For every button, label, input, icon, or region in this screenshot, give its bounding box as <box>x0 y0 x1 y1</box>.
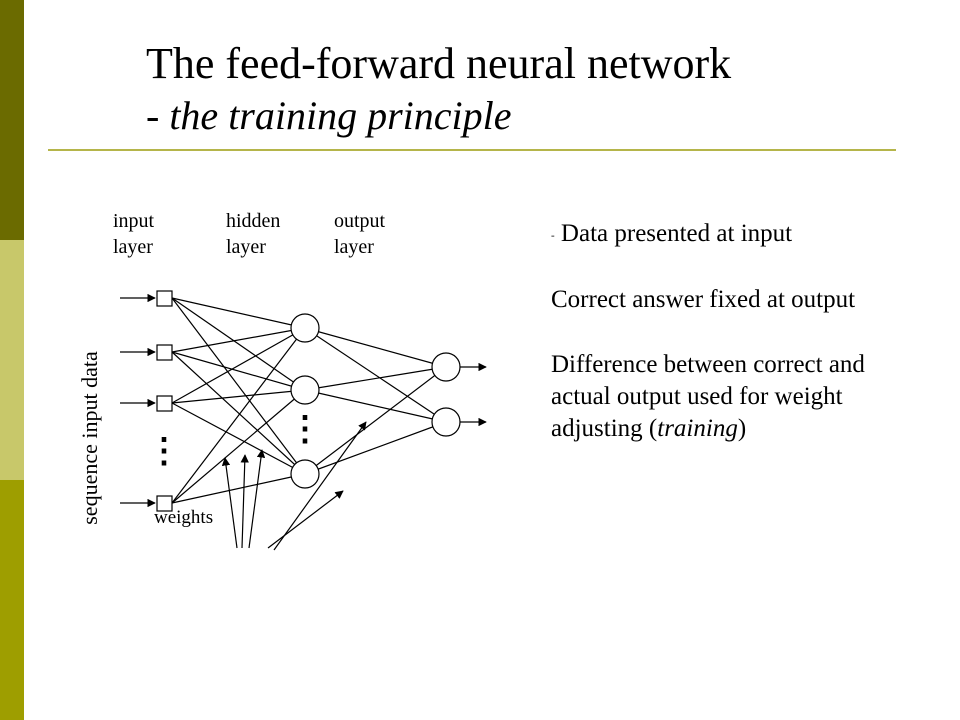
connection-line <box>171 327 306 504</box>
output-nodes <box>431 352 461 437</box>
input-arrows <box>120 293 156 508</box>
output-node <box>431 407 461 437</box>
hidden-ellipsis: ⋮ <box>288 411 322 448</box>
input-layer-label: input layer <box>113 208 154 260</box>
connection-line <box>304 421 447 475</box>
connection-line <box>171 297 306 391</box>
output-layer-label: output layer <box>334 208 385 260</box>
accent-bar-middle <box>0 240 24 480</box>
connection-line <box>171 297 306 475</box>
input-nodes <box>156 290 173 512</box>
connection-line <box>171 327 306 404</box>
connection-line <box>171 389 306 404</box>
bullet-paren: ) <box>737 415 747 443</box>
output-arrows <box>460 362 487 427</box>
weight-arrow <box>221 457 238 549</box>
weight-arrow <box>248 449 266 549</box>
input-ellipsis: ⋮ <box>147 433 181 470</box>
title-divider <box>48 149 896 151</box>
slide-subtitle: - the training principle <box>146 93 512 138</box>
bullet-dash: - <box>551 229 555 242</box>
input-node <box>156 395 173 412</box>
input-layer-label-line1: input <box>113 210 155 232</box>
input-node <box>156 290 173 307</box>
weight-arrow <box>267 490 344 549</box>
connection-line <box>304 366 447 391</box>
hidden-layer-label: hidden layer <box>226 208 280 260</box>
input-node <box>156 495 173 512</box>
connection-line <box>171 402 306 475</box>
output-layer-label-line2: layer <box>334 236 374 258</box>
accent-bar-top <box>0 0 24 240</box>
connection-line <box>171 351 306 391</box>
bullet-list: - Data presented at input Correct answer… <box>551 218 901 478</box>
connection-line <box>171 473 306 504</box>
hidden-node <box>290 375 320 405</box>
bullet-text: Data presented at input <box>560 220 793 247</box>
connection-line <box>171 389 306 504</box>
bullet-item: Correct answer fixed at output <box>551 284 901 316</box>
hidden-node <box>290 459 320 489</box>
input-layer-label-line2: layer <box>113 236 153 258</box>
output-layer-label-line1: output <box>334 210 386 232</box>
bullet-text: Correct answer fixed at output <box>551 286 856 314</box>
bullet-text: Difference between correct and actual ou… <box>551 351 865 443</box>
connection-line <box>171 351 306 475</box>
weight-arrow <box>240 454 249 549</box>
input-node <box>156 344 173 361</box>
connection-line <box>171 297 306 329</box>
connections <box>171 297 447 504</box>
bullet-item: - Data presented at input <box>551 218 901 251</box>
hidden-layer-label-line2: layer <box>226 236 266 258</box>
bullet-italic-term: training <box>657 415 738 443</box>
hidden-nodes <box>290 313 320 489</box>
connection-line <box>304 389 447 423</box>
output-node <box>431 352 461 382</box>
weight-pointers <box>221 421 367 551</box>
bullet-item: Difference between correct and actual ou… <box>551 349 901 445</box>
hidden-node <box>290 313 320 343</box>
connection-line <box>304 327 447 423</box>
slide-title: The feed-forward neural network <box>146 39 732 88</box>
weight-arrow <box>273 421 367 551</box>
connection-line <box>304 366 447 475</box>
bullet-paren: ( <box>648 415 658 443</box>
hidden-layer-label-line1: hidden <box>226 210 281 232</box>
connection-line <box>171 327 306 353</box>
accent-bar-bottom <box>0 480 24 720</box>
connection-line <box>304 327 447 368</box>
weights-label: weights <box>154 507 214 528</box>
